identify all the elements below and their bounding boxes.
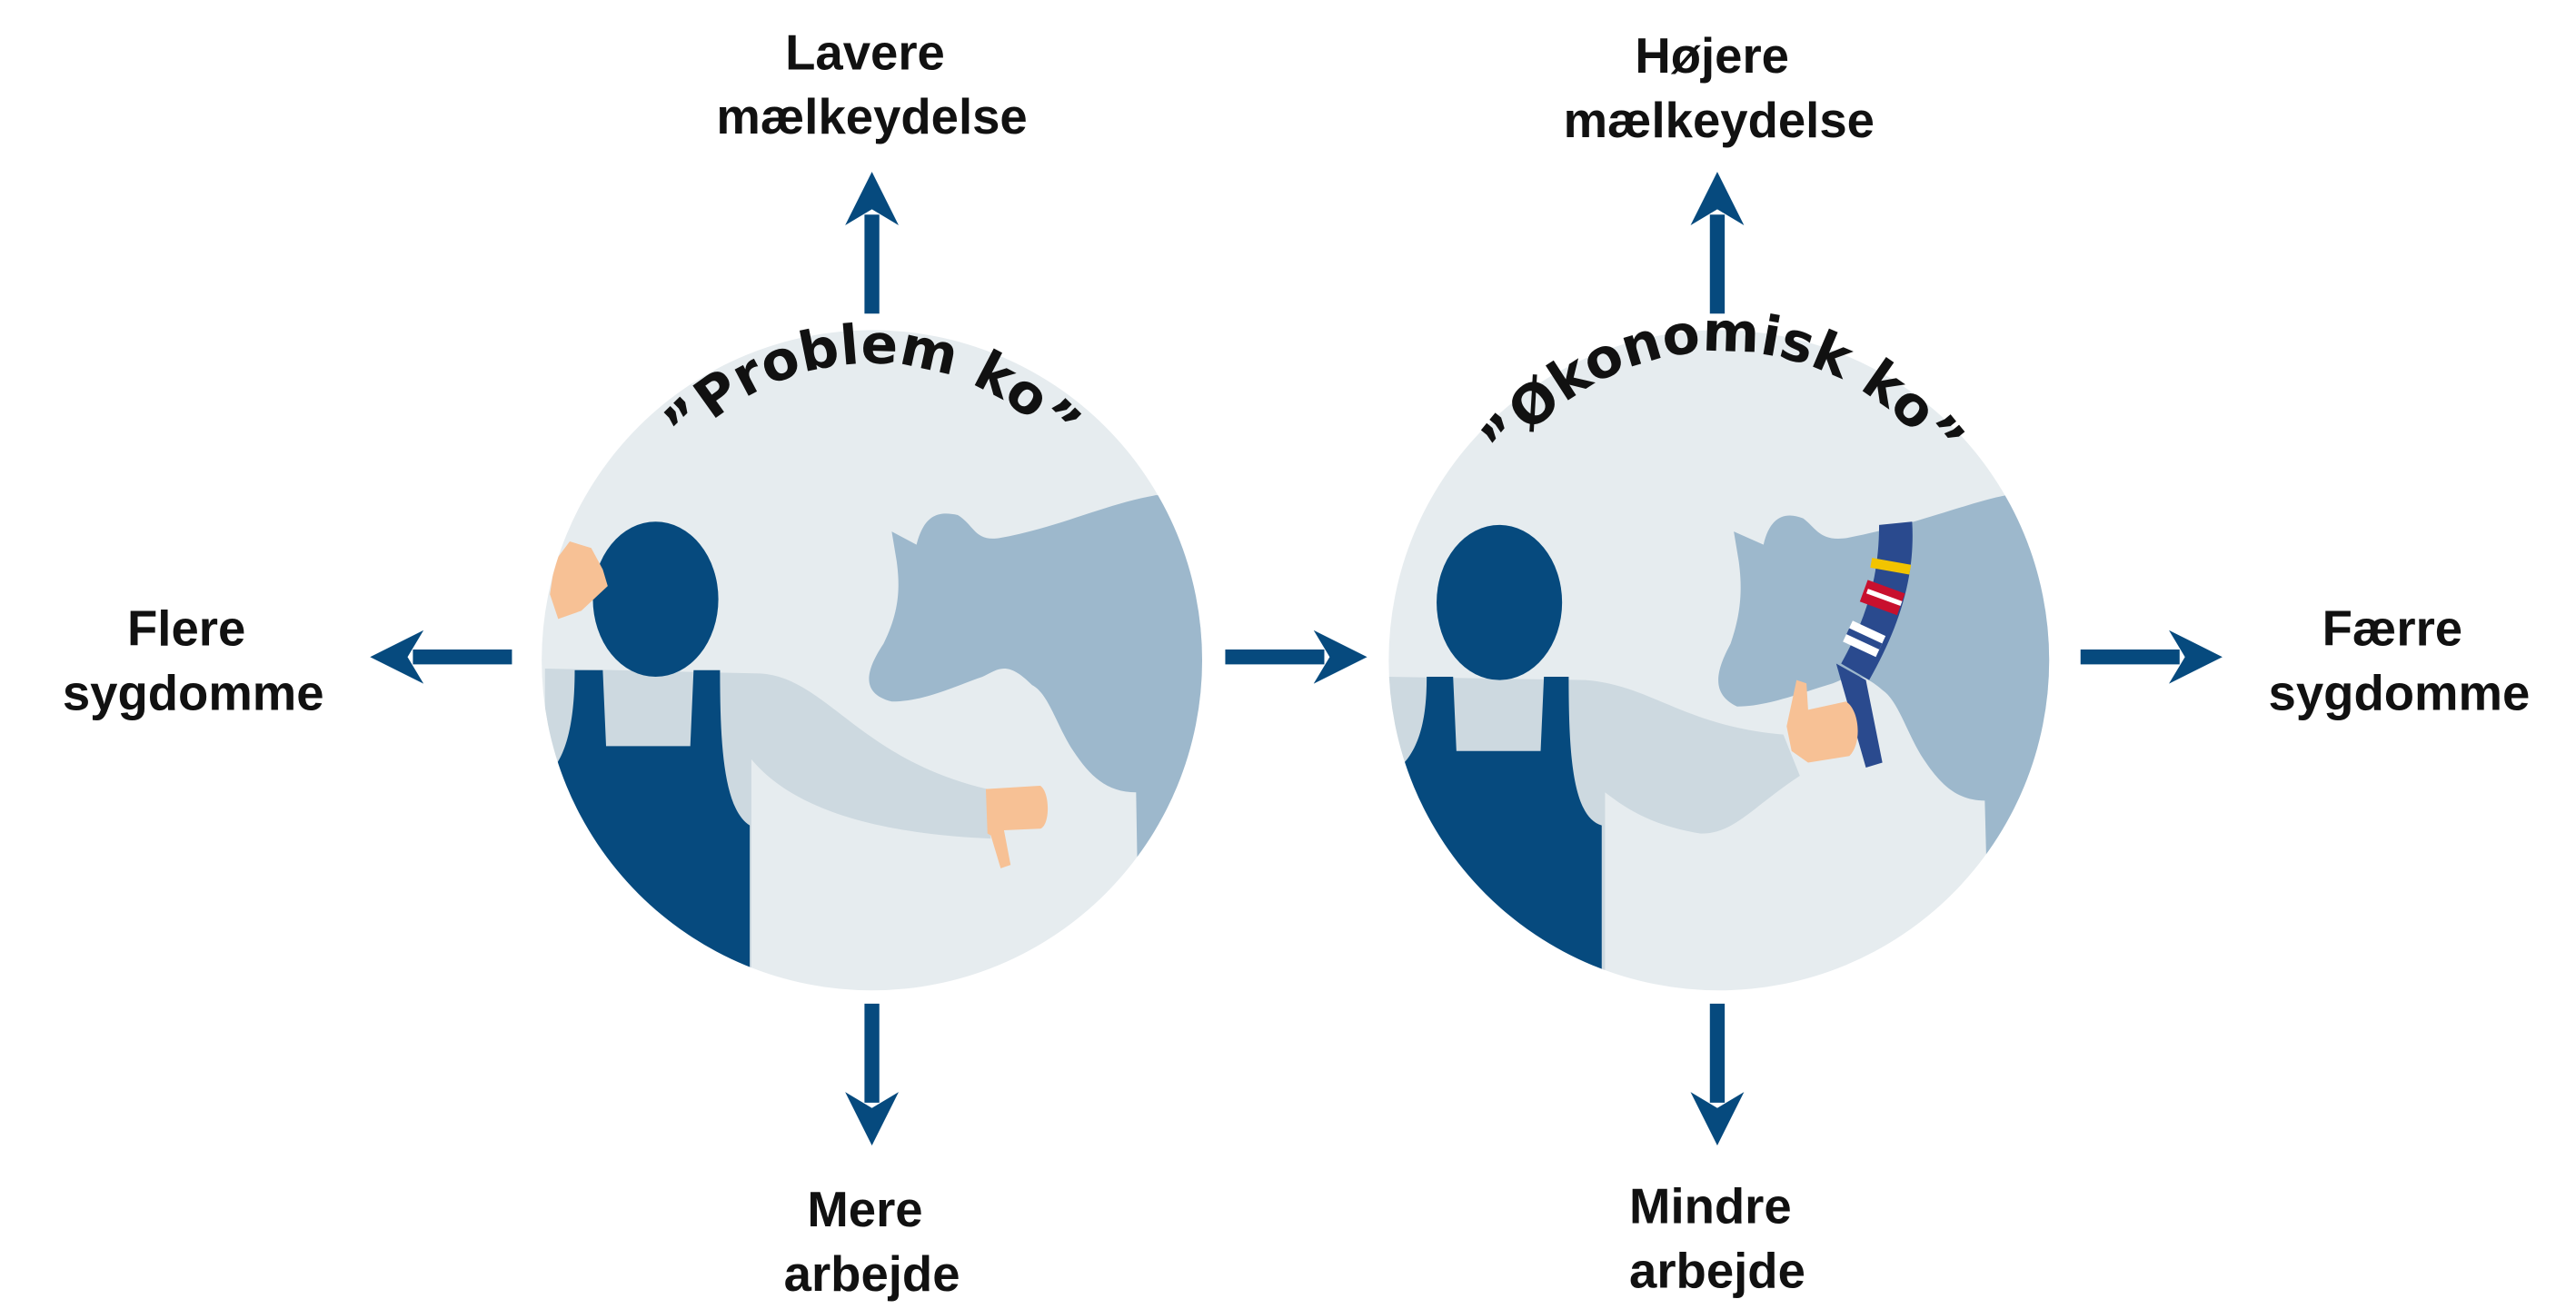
thumbs-down-hand — [985, 785, 1049, 868]
problem-cow-illustration: ”Problem ko” — [542, 312, 1203, 991]
farmer-head — [1437, 524, 1563, 680]
thumbs-up-hand — [1786, 679, 1858, 763]
label-more-work: Mere arbejde — [784, 1182, 960, 1302]
label-more-diseases: Flere sygdomme — [63, 601, 324, 721]
label-fewer-diseases: Færre sygdomme — [2269, 601, 2531, 721]
label-higher-milk-yield: Højere mælkeydelse — [1564, 28, 1875, 148]
label-less-work: Mindre arbejde — [1629, 1179, 1805, 1299]
economic-cow-illustration: ”Økonomisk ko” — [1388, 301, 2050, 991]
nordic-flag-scarf — [1835, 521, 1913, 768]
hand-scratching-head — [550, 541, 608, 620]
cow-silhouette — [1718, 495, 2050, 991]
cow-silhouette — [869, 495, 1203, 991]
farmer-head — [592, 521, 719, 678]
label-lower-milk-yield: Lavere mælkeydelse — [716, 25, 1027, 144]
